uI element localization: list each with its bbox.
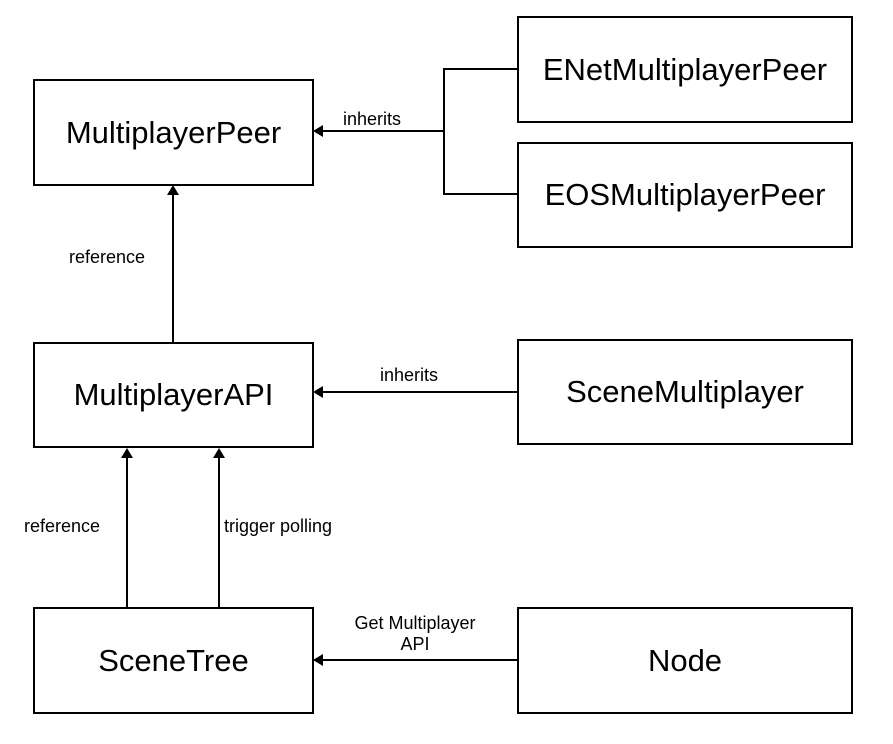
reference-peer-label: reference (69, 247, 146, 268)
multiplayer-api-box: MultiplayerAPI (33, 342, 314, 448)
node-label: Node (647, 642, 723, 678)
trigger-polling-arrowhead (213, 448, 225, 458)
reference-peer-arrowhead (167, 185, 179, 195)
trigger-polling-label: trigger polling (224, 516, 333, 537)
multiplayer-peer-box: MultiplayerPeer (33, 79, 314, 186)
scene-multiplayer-box: SceneMultiplayer (517, 339, 853, 445)
get-api-arrowhead (313, 654, 323, 666)
inherits-arrowhead (313, 125, 323, 137)
scene-multiplayer-label: SceneMultiplayer (566, 374, 804, 409)
scene-multiplayer-inherits-arrowhead (313, 386, 323, 398)
enet-multiplayer-peer-box: ENetMultiplayerPeer (517, 16, 853, 123)
enet-multiplayer-peer-label: ENetMultiplayerPeer (542, 51, 828, 87)
multiplayer-peer-label: MultiplayerPeer (65, 114, 282, 150)
scene-tree-label: SceneTree (98, 642, 249, 678)
get-multiplayer-api-label: Get Multiplayer API (339, 613, 491, 655)
get-multiplayer-api-line1: Get Multiplayer (354, 613, 476, 633)
tree-reference-arrowhead (121, 448, 133, 458)
node-box: Node (517, 607, 853, 714)
inherits-api-label: inherits (380, 365, 439, 386)
eos-multiplayer-peer-label: EOSMultiplayerPeer (544, 177, 826, 212)
get-multiplayer-api-line2: API (400, 634, 430, 654)
tree-reference-label: reference (24, 516, 101, 537)
eos-multiplayer-peer-box: EOSMultiplayerPeer (517, 142, 853, 248)
inherits-peer-label: inherits (343, 109, 402, 130)
inherits-bracket-connector (443, 68, 518, 195)
multiplayer-api-label: MultiplayerAPI (73, 377, 274, 412)
scene-tree-box: SceneTree (33, 607, 314, 714)
